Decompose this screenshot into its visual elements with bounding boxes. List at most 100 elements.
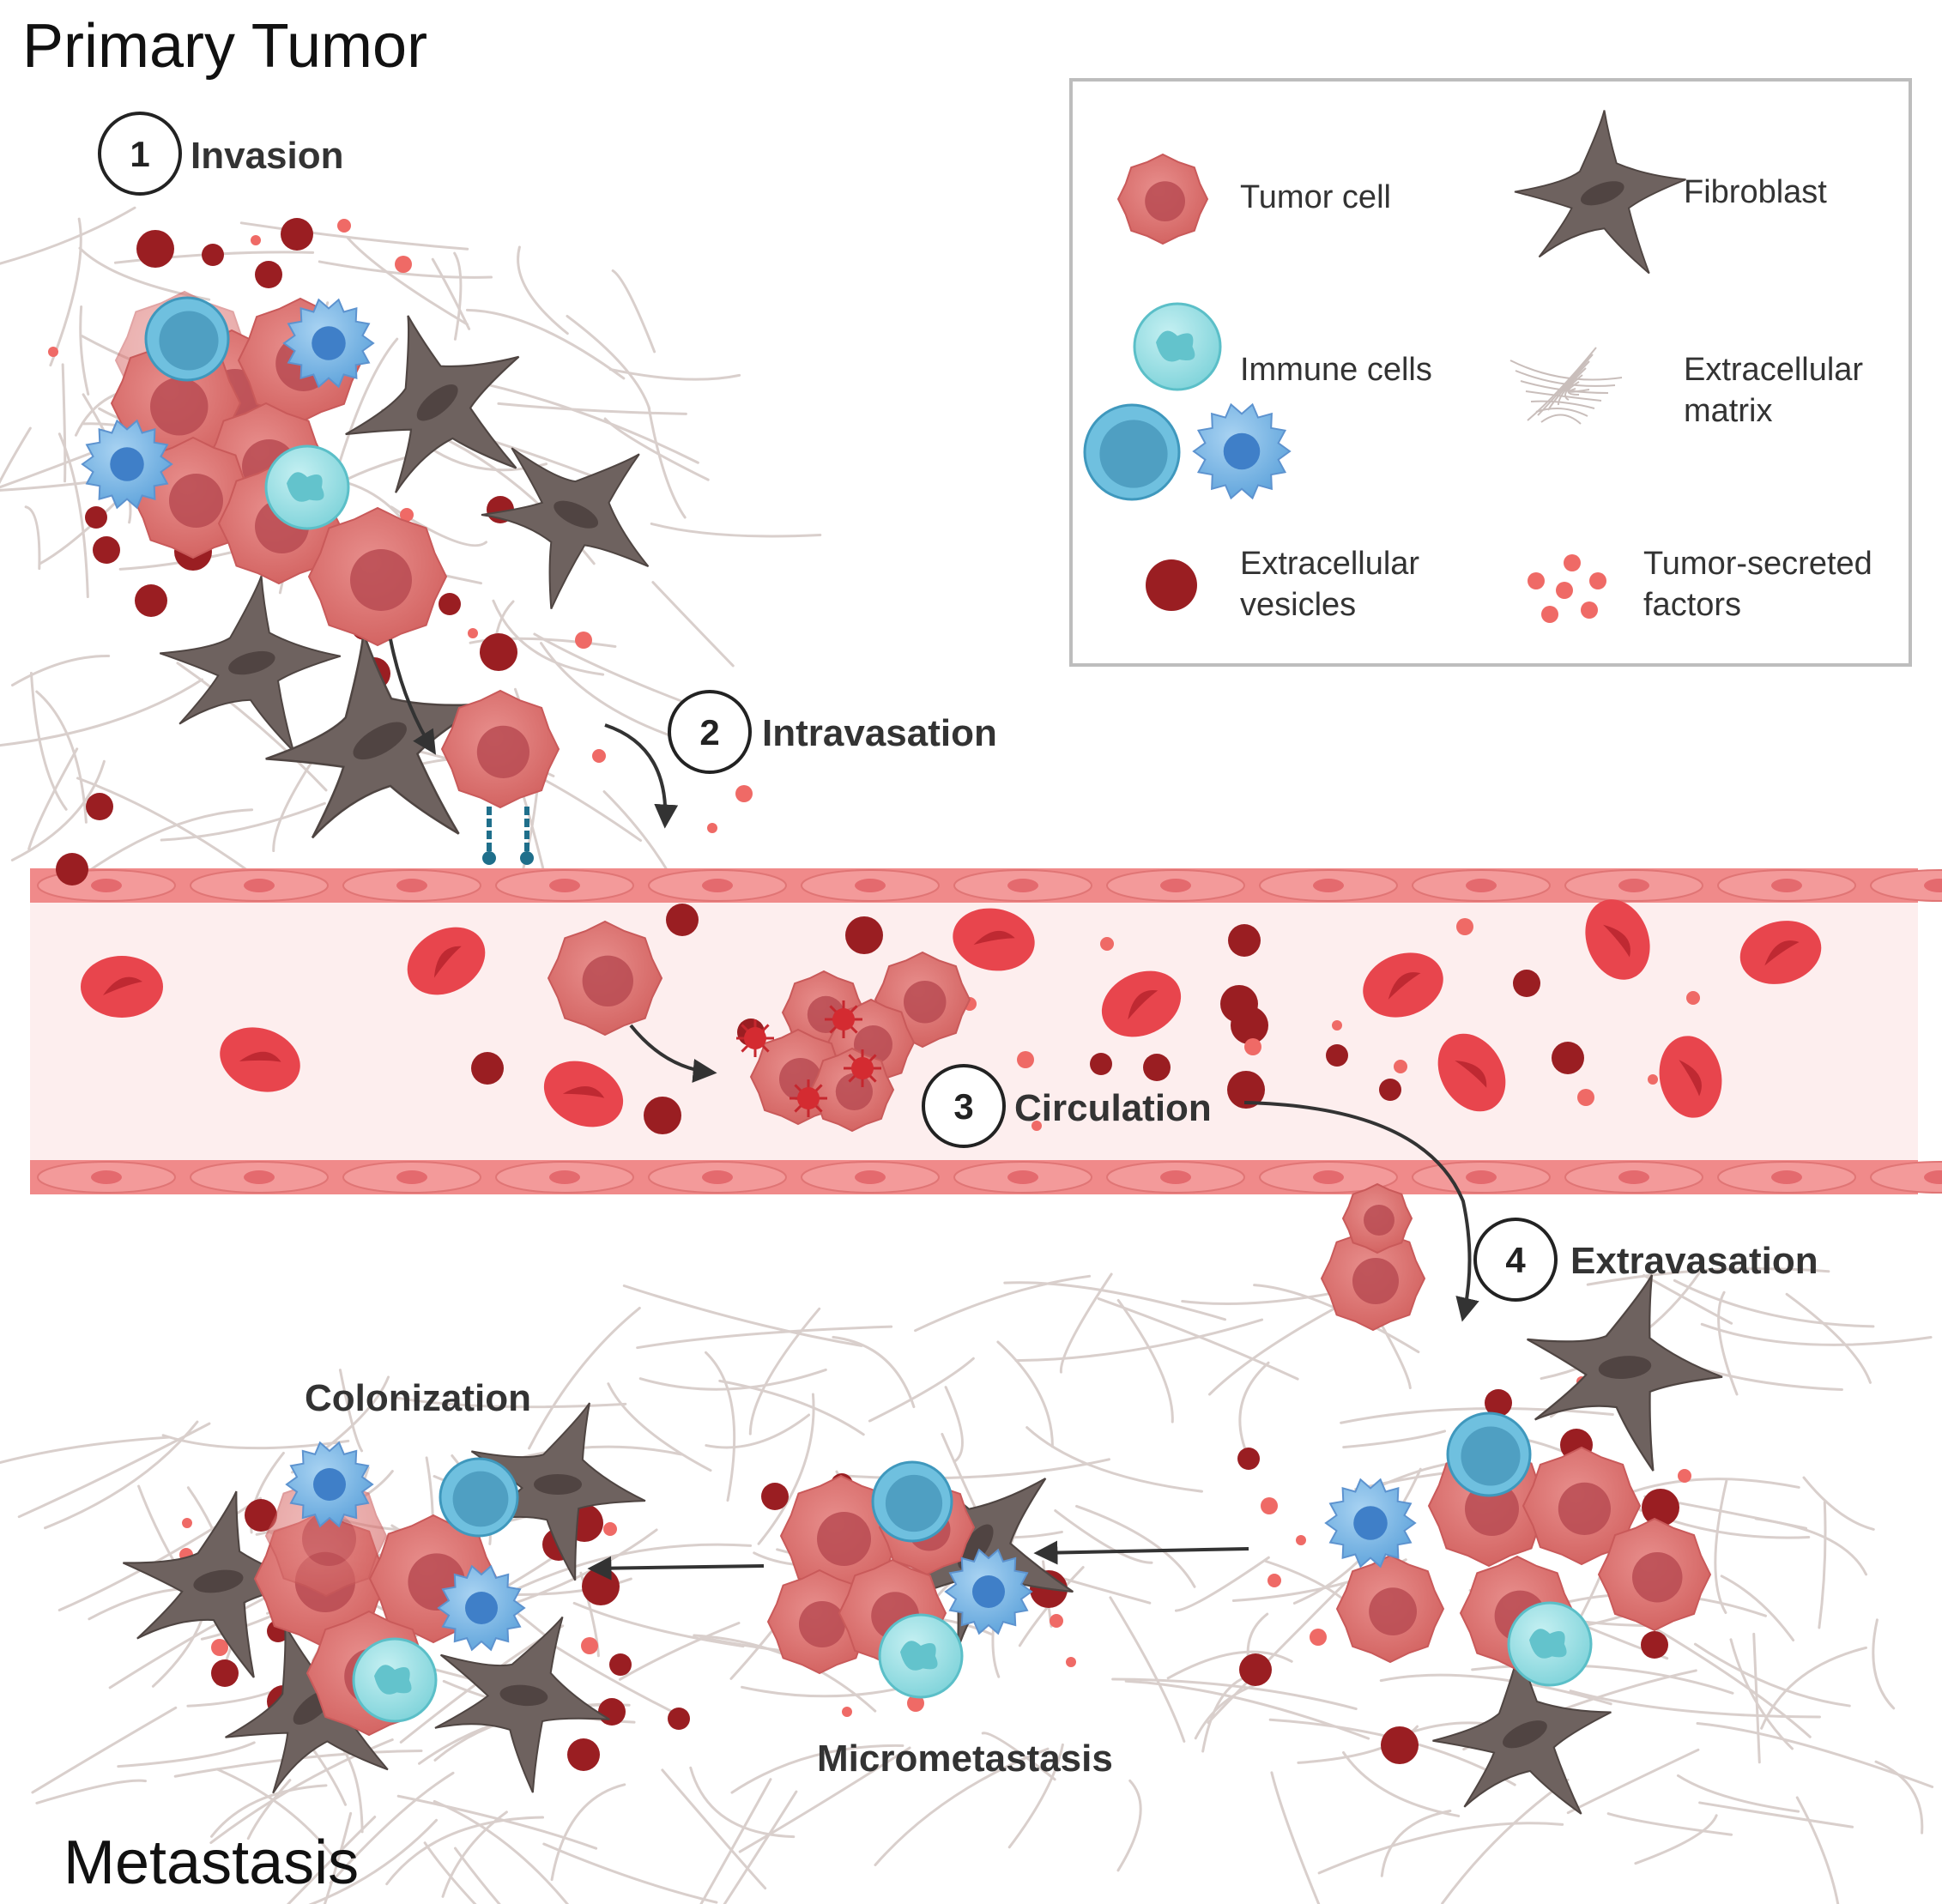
ecm-fiber [453,251,463,341]
vessel-wall-top [30,868,1942,903]
immune-cell-neutrophil [1507,1601,1593,1687]
ecm-fiber [748,1307,821,1436]
ecm-fiber [318,260,493,279]
legend-label-ev-line2: vesicles [1240,587,1356,623]
ecm-fiber [636,1325,893,1350]
endothelial-nucleus [855,1170,886,1184]
ecm-fiber [914,1274,1092,1333]
ecm-fiber [1014,1318,1264,1363]
ecm-fiber [0,206,136,265]
ecm-fiber [1379,1673,1612,1706]
tumor-secreted-factor [1267,1574,1281,1587]
red-blood-cell [220,1027,300,1092]
extracellular-vesicle [85,506,107,529]
red-blood-cell [953,908,1035,971]
ecm-fiber [1606,1812,1733,1836]
ecm-fiber [35,1779,147,1804]
ecm-fiber [1802,1476,1875,1531]
immune-cell-dendritic [1324,1478,1417,1569]
ecm-fiber [1643,1273,1733,1325]
immune-cell-lymphocyte [1083,403,1181,501]
ecm-fiber [396,1794,598,1850]
ecm-fiber [465,308,626,380]
metastasis-title: Metastasis [64,1828,359,1897]
ecm-fiber [499,1543,753,1599]
legend-factor-symbol [1541,606,1558,623]
ecm-fiber [0,1436,171,1465]
extracellular-vesicle [845,916,883,954]
endothelial-nucleus [1313,1170,1344,1184]
ecm-fiber [1194,1681,1263,1740]
extracellular-vesicle [1641,1631,1668,1659]
ecm-fiber [650,522,822,538]
ecm-fiber [1471,1664,1734,1695]
extracellular-vesicle [135,584,167,617]
extracellular-vesicle [1381,1726,1419,1764]
ecm-fiber [246,1779,292,1841]
legend-label-immune-cells: Immune cells [1240,352,1432,388]
ecm-fiber [1700,1322,1933,1346]
ecm-fiber [1007,1743,1064,1849]
tumor-cell [1597,1517,1712,1632]
ecm-fiber [1640,1618,1812,1738]
extracellular-vesicle [1090,1053,1112,1075]
tumor-secreted-factor [1031,1121,1042,1131]
ecm-fiber [1003,1281,1227,1321]
ecm-fiber [1270,1771,1321,1904]
legend-factor-symbol [1564,554,1581,571]
platelet [844,1049,881,1087]
tumor-cell [1341,1182,1413,1254]
endothelial-nucleus [91,879,122,892]
ecm-fiber [49,217,82,367]
tumor-secreted-factor [603,1522,617,1536]
arrow-to-micrometastasis [1033,1540,1249,1565]
ecm-fiber [433,1799,570,1904]
step-label-extravasation: Extravasation [1570,1240,1818,1282]
immune-cell-dendritic [1192,402,1292,500]
ecm-fiber [216,1768,342,1869]
extracellular-vesicle [582,1568,620,1605]
ecm-fiber [1698,1801,1854,1828]
platelet [736,1019,774,1057]
legend-label-tsf-line2: factors [1643,587,1741,623]
red-blood-cell [1585,899,1650,980]
ecm-fiber [723,1790,798,1904]
ecm-fiber [647,405,687,519]
ecm-fiber [1116,1779,1142,1872]
fibroblast [122,1490,312,1678]
endothelial-nucleus [1007,879,1038,892]
tumor-secreted-factor [842,1707,852,1717]
ecm-fiber [337,337,399,466]
red-blood-cell [1437,1033,1506,1112]
ecm-fiber [1124,1679,1370,1740]
ecm-fiber [1696,1722,1934,1789]
endothelial-nucleus [549,879,580,892]
step-label-invasion: Invasion [191,135,344,177]
tumor-secreted-factor [395,256,412,273]
extracellular-vesicle [439,593,461,615]
red-blood-cell [1101,970,1182,1037]
red-blood-cell [81,956,163,1018]
ecm-fiber [981,1732,1056,1781]
adhesion-molecules [482,807,534,865]
extracellular-vesicle [668,1708,690,1730]
tumor-secreted-factor [400,508,414,522]
tumor-secreted-factor [337,219,351,233]
red-blood-cell [1659,1036,1722,1118]
immune-cell-dendritic [437,1564,526,1652]
immune-cell-neutrophil [352,1637,438,1723]
ecm-fiber [1673,1278,1875,1328]
ecm-fiber [517,245,569,335]
ecm-fiber [730,1744,904,1794]
extracellular-vesicle [598,1698,626,1726]
step-number-circle [98,112,182,196]
extracellular-vesicle [761,1483,789,1510]
ecm-fiber [239,221,469,251]
tumor-secreted-factor [1244,1038,1261,1055]
endothelial-nucleus [1771,879,1802,892]
endothelial-nucleus [549,1170,580,1184]
ecm-fiber [607,1382,712,1472]
tumor-secreted-factor [1332,1020,1342,1031]
fibroblast [345,315,520,493]
process-arrows [389,638,1479,1581]
